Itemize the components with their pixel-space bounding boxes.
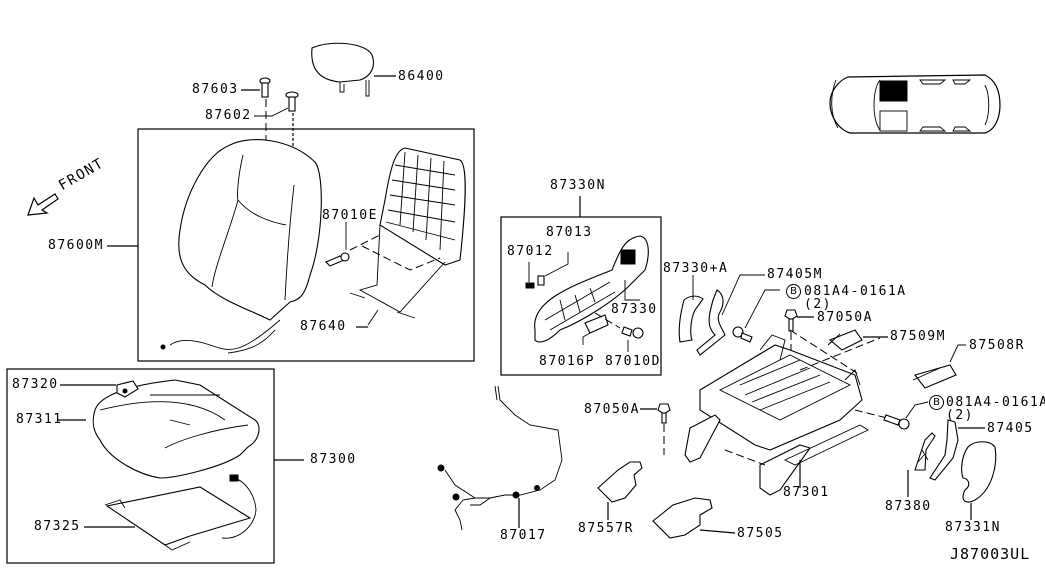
label-bolt-081A4-1-qty: (2) bbox=[804, 297, 832, 312]
cover-87405M-drawing bbox=[696, 274, 765, 356]
label-87300[interactable]: 87300 bbox=[310, 452, 357, 467]
label-87010E[interactable]: 87010E bbox=[322, 208, 378, 223]
front-arrow-icon bbox=[27, 193, 59, 216]
knob-87016P-drawing bbox=[582, 314, 609, 345]
bolt-marker-1: B bbox=[786, 284, 801, 299]
label-bolt-081A4-1[interactable]: 081A4-0161A bbox=[804, 284, 907, 299]
headrest-86400-drawing bbox=[311, 42, 396, 97]
bracket-87380-drawing bbox=[907, 432, 936, 497]
label-87602[interactable]: 87602 bbox=[205, 108, 252, 123]
label-87320[interactable]: 87320 bbox=[12, 377, 59, 392]
screw-87010E-drawing bbox=[325, 222, 350, 267]
label-87016P[interactable]: 87016P bbox=[539, 354, 595, 369]
label-86400[interactable]: 86400 bbox=[398, 69, 445, 84]
label-87330A[interactable]: 87330+A bbox=[663, 261, 729, 276]
label-87603[interactable]: 87603 bbox=[192, 82, 239, 97]
cover-87557R-drawing bbox=[597, 461, 643, 520]
label-87405M[interactable]: 87405M bbox=[767, 267, 823, 282]
label-87508R[interactable]: 87508R bbox=[969, 338, 1025, 353]
label-87330[interactable]: 87330 bbox=[611, 302, 658, 317]
seatback-group-box bbox=[137, 128, 475, 362]
vehicle-locator-icon bbox=[829, 74, 1001, 134]
headrest-guides-drawing bbox=[241, 77, 299, 163]
screw-87010D-drawing bbox=[594, 312, 644, 352]
side-shield-group-box bbox=[500, 216, 662, 376]
label-bolt-081A4-2-qty: (2) bbox=[946, 408, 974, 423]
cover-87405-drawing bbox=[929, 419, 985, 481]
label-87330N[interactable]: 87330N bbox=[550, 178, 606, 193]
cover-87508R-drawing bbox=[912, 344, 966, 389]
hook-87320-drawing bbox=[60, 380, 139, 398]
label-87640[interactable]: 87640 bbox=[300, 319, 347, 334]
seatback-frame-87640-drawing bbox=[349, 147, 466, 328]
label-87017[interactable]: 87017 bbox=[500, 528, 547, 543]
label-87600M[interactable]: 87600M bbox=[48, 238, 104, 253]
label-87505[interactable]: 87505 bbox=[737, 526, 784, 541]
label-87050A-left[interactable]: 87050A bbox=[584, 402, 640, 417]
label-87405[interactable]: 87405 bbox=[987, 421, 1034, 436]
cover-87505-drawing bbox=[652, 497, 736, 539]
label-bolt-081A4-2[interactable]: 081A4-0161A bbox=[946, 395, 1045, 410]
cushion-group-box bbox=[6, 368, 275, 564]
clip-87012-drawing bbox=[525, 262, 535, 289]
seat-frame-87301-drawing bbox=[684, 329, 896, 496]
label-87311[interactable]: 87311 bbox=[16, 412, 63, 427]
clip-87013-drawing bbox=[537, 252, 569, 286]
cover-87509M-drawing bbox=[827, 329, 888, 351]
label-87325[interactable]: 87325 bbox=[34, 519, 81, 534]
bolt-081A4-2-drawing bbox=[883, 401, 929, 430]
label-87557R[interactable]: 87557R bbox=[578, 521, 634, 536]
bolt-87050A-left-drawing bbox=[640, 403, 671, 455]
label-87331N[interactable]: 87331N bbox=[945, 520, 1001, 535]
bolt-marker-2: B bbox=[929, 395, 944, 410]
cover-87330A-drawing bbox=[678, 275, 704, 343]
label-87301[interactable]: 87301 bbox=[783, 485, 830, 500]
cover-87331N-drawing bbox=[961, 441, 997, 520]
label-87050A-top[interactable]: 87050A bbox=[817, 310, 873, 325]
seatback-87600M-drawing bbox=[160, 139, 322, 354]
label-87013[interactable]: 87013 bbox=[546, 225, 593, 240]
label-87012[interactable]: 87012 bbox=[507, 244, 554, 259]
label-87509M[interactable]: 87509M bbox=[890, 329, 946, 344]
label-87010D[interactable]: 87010D bbox=[605, 354, 661, 369]
side-shield-87330-drawing bbox=[534, 235, 649, 343]
harness-87017-drawing bbox=[437, 385, 563, 531]
label-87380[interactable]: 87380 bbox=[885, 499, 932, 514]
bolt-081A4-1-drawing bbox=[732, 289, 780, 343]
cushion-pan-87325-drawing bbox=[84, 474, 257, 551]
cushion-87311-drawing bbox=[57, 379, 260, 479]
diagram-code: J87003UL bbox=[950, 545, 1031, 563]
